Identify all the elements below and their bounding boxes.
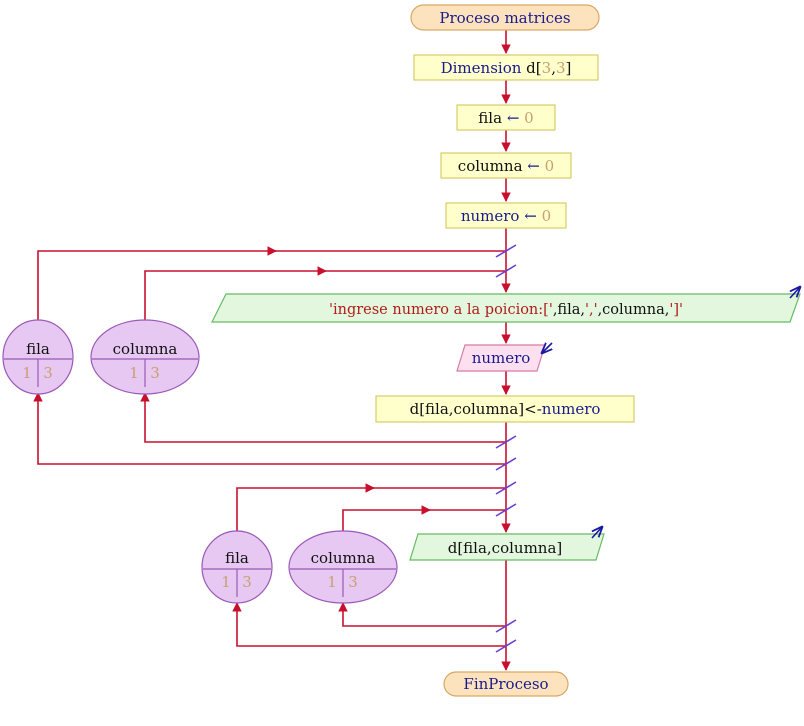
loop-from: 1 (129, 364, 139, 382)
loop-to: 3 (242, 573, 252, 591)
loop-from: 1 (327, 573, 337, 591)
loop-outer-read: fila 1 3 (2, 319, 74, 395)
assign-columna-node: columna ← 0 (440, 152, 572, 179)
assign-columna-text: columna ← 0 (458, 157, 554, 175)
read-numero-node: numero (456, 343, 552, 372)
start-label: Proceso matrices (439, 9, 570, 27)
output-arrow-icon (789, 287, 800, 299)
read-numero-label: numero (472, 349, 531, 367)
loop-inner-read: columna 1 3 (90, 319, 200, 395)
loop-var-label: columna (311, 549, 376, 567)
assign-numero-node: numero ← 0 (445, 202, 567, 229)
loop-from: 1 (221, 573, 231, 591)
loop-to: 3 (150, 364, 160, 382)
write-matrix-node: d[fila,columna] (409, 527, 605, 561)
loop-inner-write: columna 1 3 (288, 530, 398, 604)
loop-to: 3 (43, 364, 53, 382)
assign-fila-text: fila ← 0 (478, 109, 533, 127)
loop-var-label: fila (225, 549, 249, 567)
write-matrix-label: d[fila,columna] (448, 539, 563, 557)
loop-outer-write: fila 1 3 (201, 530, 273, 604)
prompt-text: 'ingrese numero a la poicion:[',fila,','… (329, 302, 683, 318)
start-terminal: Proceso matrices (410, 4, 600, 31)
loop-var-label: fila (26, 340, 50, 358)
assign-numero-text: numero ← 0 (461, 207, 551, 225)
dimension-text: Dimension d[3,3] (441, 59, 572, 77)
loop-lines (33, 246, 506, 647)
dimension-node: Dimension d[3,3] (413, 54, 599, 81)
end-terminal: FinProceso (443, 671, 569, 697)
loop-junctions (495, 244, 517, 653)
loop-var-label: columna (113, 340, 178, 358)
assign-matrix-text: d[fila,columna]<-numero (410, 400, 601, 418)
assign-matrix-node: d[fila,columna]<-numero (375, 395, 635, 423)
assign-fila-node: fila ← 0 (456, 104, 556, 131)
input-arrow-icon (542, 343, 552, 353)
prompt-output-node: 'ingrese numero a la poicion:[',fila,','… (211, 287, 800, 323)
loop-from: 1 (22, 364, 32, 382)
end-label: FinProceso (463, 675, 548, 693)
loop-to: 3 (348, 573, 358, 591)
output-arrow-icon-2 (591, 527, 602, 539)
